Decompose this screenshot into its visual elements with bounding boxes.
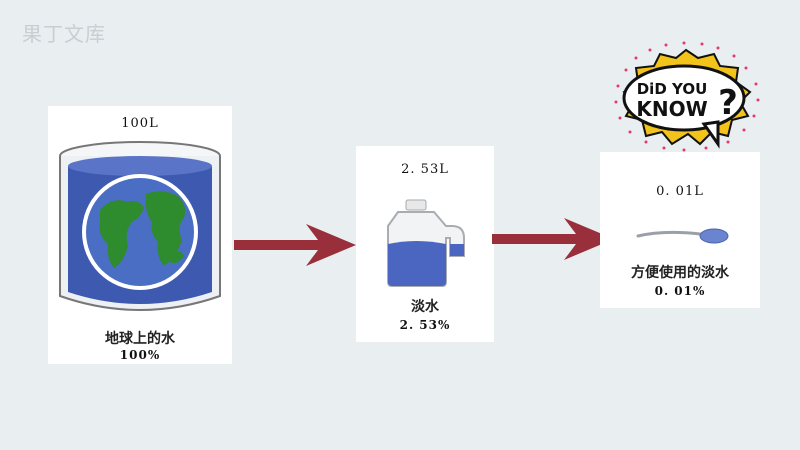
water-jug-icon: [387, 199, 465, 287]
earth-water-card: 100L 地球上的水 100%: [48, 106, 232, 364]
earth-container-illustration: [59, 141, 221, 311]
spoon-icon: [636, 228, 729, 244]
arrow-right-icon: [492, 218, 614, 260]
earth-percent: 100%: [119, 348, 161, 362]
fresh-water-card: 2. 53L 淡水 2. 53%: [356, 146, 494, 342]
usable-caption: 方便使用的淡水: [631, 265, 729, 281]
badge-text-line1: DiD YOU: [637, 80, 708, 98]
usable-percent: 0. 01%: [654, 284, 706, 298]
did-you-know-badge: DiD YOU KNOW ?: [614, 41, 760, 152]
usable-volume-label: 0. 01L: [656, 184, 704, 199]
earth-volume-label: 100L: [121, 116, 159, 131]
usable-water-card: 0. 01L 方便使用的淡水 0. 01%: [600, 152, 760, 308]
fresh-percent: 2. 53%: [399, 318, 451, 332]
fresh-caption: 淡水: [411, 299, 439, 315]
earth-caption: 地球上的水: [105, 331, 175, 347]
arrow-right-icon: [234, 224, 356, 266]
badge-text-line2: KNOW: [636, 97, 707, 121]
watermark-text: 果丁文库: [22, 22, 106, 46]
fresh-volume-label: 2. 53L: [401, 162, 449, 177]
question-mark-icon: ?: [718, 83, 738, 123]
